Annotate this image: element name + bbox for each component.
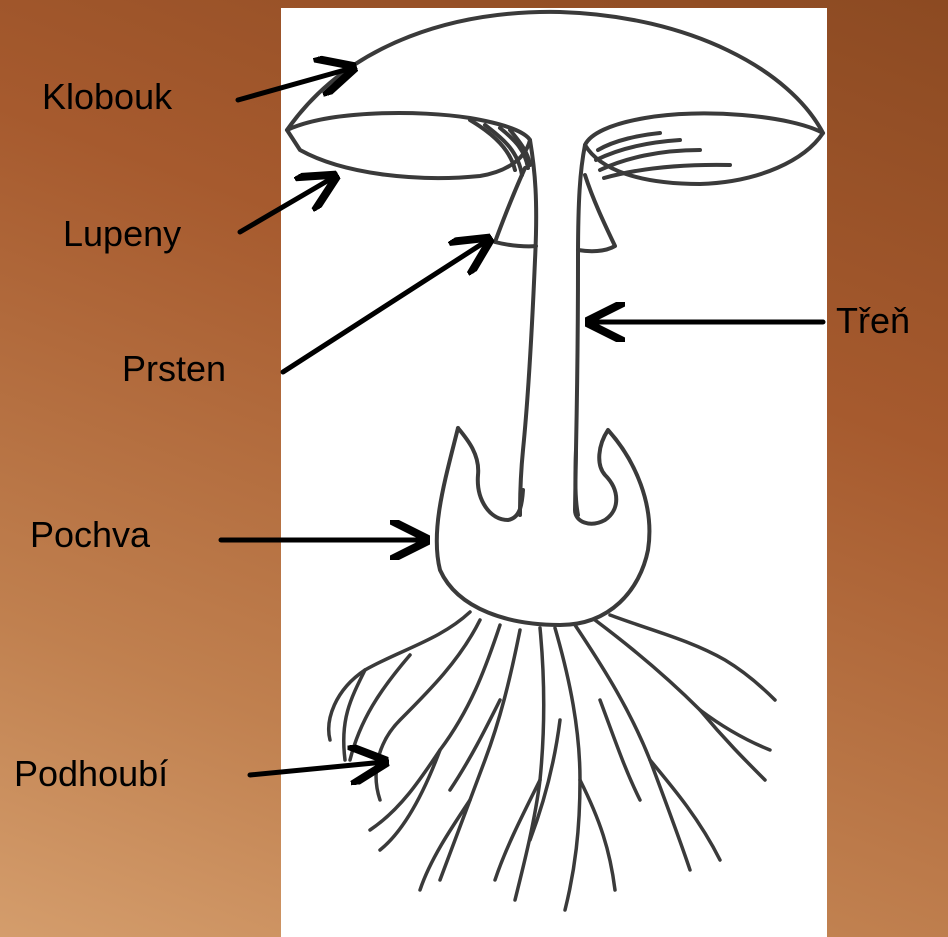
- label-pochva: Pochva: [30, 515, 150, 555]
- diagram-panel: [281, 8, 827, 937]
- label-prsten: Prsten: [122, 349, 226, 389]
- label-podhoubi: Podhoubí: [14, 754, 168, 794]
- label-klobouk: Klobouk: [42, 77, 172, 117]
- label-tren: Třeň: [836, 301, 910, 341]
- label-lupeny: Lupeny: [63, 214, 181, 254]
